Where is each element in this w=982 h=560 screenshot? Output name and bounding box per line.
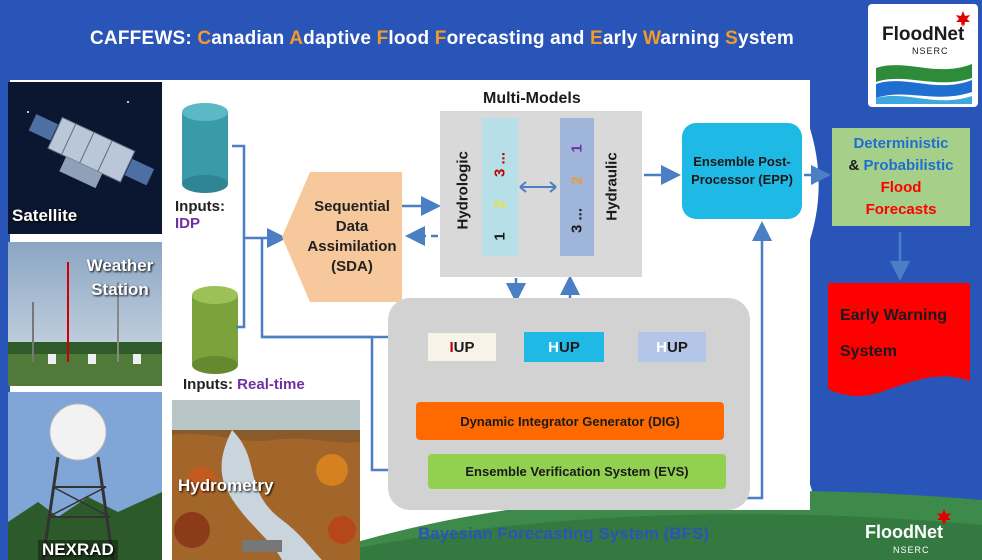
early-warning-text: Early Warning System bbox=[840, 298, 947, 370]
realtime-input-value: Real-time bbox=[237, 376, 305, 393]
forecasts-line-3: Flood bbox=[880, 179, 922, 196]
early-warning-line-2: System bbox=[840, 343, 897, 360]
floodnet-logo-top-subtext: NSERC bbox=[912, 46, 949, 56]
left-blue-band bbox=[0, 80, 10, 560]
title-part: E bbox=[590, 28, 603, 49]
nexrad-label: NEXRAD bbox=[38, 540, 118, 560]
bottom-green-wave bbox=[300, 490, 982, 560]
title-part: W bbox=[642, 28, 661, 49]
dig-box: Dynamic Integrator Generator (DIG) bbox=[416, 402, 724, 440]
title-part: arly bbox=[602, 28, 643, 49]
sda-line-3: Assimilation bbox=[307, 238, 397, 255]
weather-station-photo: Weather Station bbox=[8, 242, 162, 386]
sda-line-2: Data bbox=[335, 218, 369, 235]
floodnet-logo-bottom-subtext: NSERC bbox=[893, 545, 930, 555]
title-part: anadian bbox=[211, 28, 290, 49]
title-part: F bbox=[376, 28, 389, 49]
forecasts-line-1: Deterministic bbox=[853, 135, 949, 152]
title-part: F bbox=[434, 28, 447, 49]
title-part: daptive bbox=[303, 28, 377, 49]
hydrologic-model-3: 3 ... bbox=[491, 152, 509, 178]
multi-models-title: Multi-Models bbox=[483, 90, 581, 107]
iup-first-letter: I bbox=[449, 338, 454, 356]
sda-line-1: Sequential bbox=[314, 198, 390, 215]
hydrologic-models-bar bbox=[482, 118, 518, 256]
nexrad-photo: NEXRAD bbox=[8, 392, 162, 560]
hydraulic-model-1: 1 bbox=[568, 144, 586, 153]
idp-input-label: Inputs: IDP bbox=[175, 198, 225, 232]
title-part: arning bbox=[660, 28, 726, 49]
model-coupling-arrow-icon bbox=[519, 181, 557, 193]
maple-leaf-icon bbox=[937, 509, 951, 525]
realtime-input-prefix: Inputs: bbox=[183, 376, 233, 393]
title-part: C bbox=[197, 28, 212, 49]
forecasts-line-2: Probabilistic bbox=[863, 157, 954, 174]
epp-line-1: Ensemble Post- bbox=[693, 154, 791, 169]
forecasts-ampersand: & bbox=[848, 157, 864, 174]
hydraulic-model-3: 3 ... bbox=[568, 208, 586, 234]
title-part: orecasting and bbox=[446, 28, 591, 49]
title-part: lood bbox=[388, 28, 435, 49]
satellite-icon bbox=[8, 82, 162, 234]
evs-box: Ensemble Verification System (EVS) bbox=[428, 454, 726, 489]
floodnet-logo-bottom-text: FloodNet bbox=[865, 522, 943, 542]
floodnet-logo-top: FloodNet NSERC bbox=[868, 4, 978, 107]
sda-line-4: (SDA) bbox=[331, 258, 373, 275]
realtime-database-icon bbox=[192, 286, 238, 374]
sda-box: Sequential Data Assimilation (SDA) bbox=[300, 176, 404, 298]
iup-rest: UP bbox=[453, 338, 475, 356]
hydrometry-label: Hydrometry bbox=[178, 476, 274, 495]
hup-2-rest: UP bbox=[667, 338, 688, 356]
hydraulic-label: Hydraulic bbox=[603, 152, 621, 221]
floodnet-logo-bottom: FloodNet NSERC bbox=[855, 508, 975, 560]
epp-line-2: Processor (EPP) bbox=[691, 172, 793, 187]
title-part: ystem bbox=[738, 28, 794, 49]
forecasts-box: Deterministic & Probabilistic Flood Fore… bbox=[832, 128, 970, 226]
maple-leaf-icon bbox=[956, 11, 970, 27]
floodnet-wave-emblem-icon bbox=[876, 64, 972, 104]
idp-database-icon bbox=[182, 103, 228, 193]
title-part: S bbox=[725, 28, 739, 49]
early-warning-shape bbox=[828, 283, 970, 396]
weather-station-label: Weather Station bbox=[86, 256, 154, 299]
bfs-label: Bayesian Forecasting System (BFS) bbox=[418, 524, 709, 543]
page-title: CAFFEWS: Canadian Adaptive Flood Forecas… bbox=[90, 28, 794, 50]
idp-input-value: IDP bbox=[175, 215, 201, 232]
hydraulic-model-2: 2 bbox=[568, 176, 586, 185]
sda-shape bbox=[282, 172, 402, 302]
epp-box: Ensemble Post- Processor (EPP) bbox=[682, 123, 802, 219]
multi-models-panel bbox=[440, 111, 642, 277]
realtime-input-label: Inputs: Real-time bbox=[183, 376, 305, 393]
satellite-label: Satellite bbox=[12, 206, 78, 225]
hydrologic-model-1: 1 bbox=[491, 232, 509, 241]
satellite-photo: Satellite bbox=[8, 82, 162, 234]
floodnet-logo-top-text: FloodNet bbox=[882, 24, 965, 45]
hydrologic-label: Hydrologic bbox=[454, 151, 472, 230]
early-warning-line-1: Early Warning bbox=[840, 307, 947, 324]
hydrologic-model-2: 2 bbox=[491, 200, 509, 209]
title-part: A bbox=[289, 28, 304, 49]
idp-input-prefix: Inputs: bbox=[175, 198, 225, 215]
title-part: CAFFEWS: bbox=[90, 28, 198, 49]
hup-1-first-letter: H bbox=[548, 338, 559, 356]
weather-station-icon bbox=[8, 242, 162, 386]
hup-1-rest: UP bbox=[559, 338, 580, 356]
hup-2-first-letter: H bbox=[656, 338, 667, 356]
hydrometry-photo: Hydrometry bbox=[172, 400, 360, 560]
forecasts-line-4: Forecasts bbox=[865, 201, 937, 218]
nexrad-radar-icon bbox=[8, 392, 162, 560]
hydraulic-models-bar bbox=[560, 118, 594, 256]
